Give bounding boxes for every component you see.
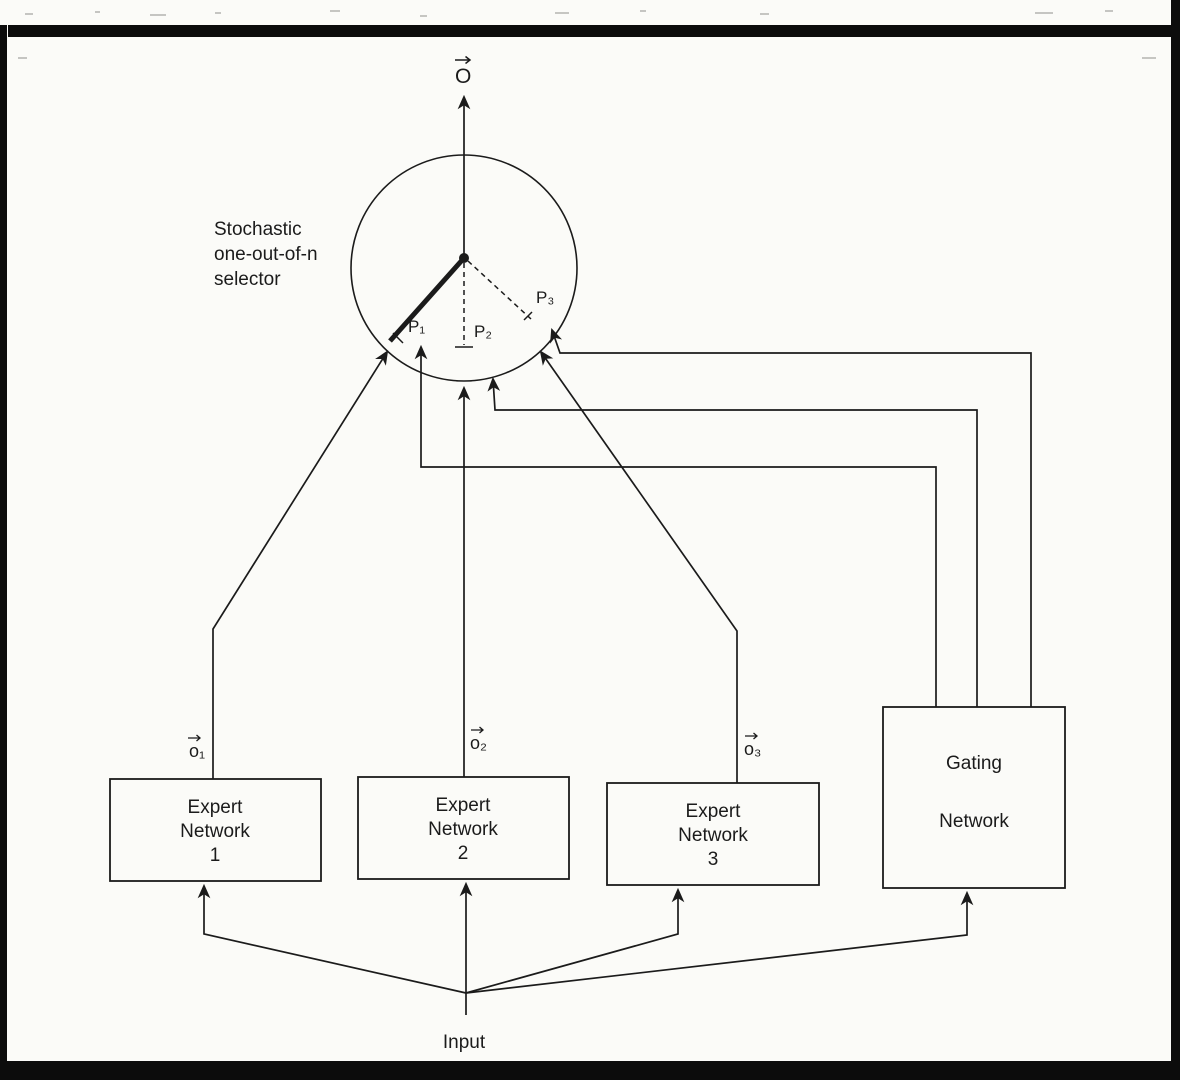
- input-to-gating-arrow: [465, 890, 974, 994]
- expert-2-output-label: o₂: [470, 726, 487, 753]
- gating-network-box: [882, 706, 1066, 889]
- expert-2-box: [357, 776, 570, 880]
- expert-1-label-line3: 1: [210, 845, 221, 866]
- output-label-text: O: [455, 65, 471, 88]
- expert-1: Expert Network 1 o₁: [109, 350, 389, 882]
- expert-3-label-line2: Network: [678, 825, 748, 846]
- selector-caption-line2: one-out-of-n: [214, 244, 318, 265]
- output-vector-label: O: [455, 55, 472, 88]
- selector-caption: Stochastic one-out-of-n selector: [214, 219, 318, 290]
- expert-3-label-line3: 3: [708, 849, 719, 870]
- selector-caption-line1: Stochastic: [214, 219, 302, 240]
- expert-2: Expert Network 2 o₂: [357, 385, 570, 880]
- selector-tick-p3: [523, 311, 533, 321]
- expert-3: Expert Network 3 o₃: [539, 350, 820, 886]
- scan-artifacts: [18, 10, 1156, 59]
- gating-network: Gating Network: [414, 327, 1066, 889]
- selector-tick-p1: [392, 332, 404, 344]
- expert-3-label-line1: Expert: [686, 801, 742, 822]
- expert-1-label-line1: Expert: [188, 797, 244, 818]
- gating-output-p2-arrow: [487, 376, 978, 707]
- gating-output-p3-arrow: [550, 327, 1032, 707]
- input-to-expert-1-arrow: [197, 883, 467, 994]
- gating-output-p1-arrow: [414, 344, 937, 707]
- expert-1-output-label: o₁: [188, 734, 205, 761]
- p2-label: P₂: [474, 322, 492, 341]
- expert-2-output-label-text: o₂: [470, 733, 487, 753]
- input: Input: [197, 881, 974, 1053]
- gating-label-line1: Gating: [946, 753, 1002, 774]
- expert-2-label-line3: 2: [458, 843, 469, 864]
- input-to-expert-3-arrow: [465, 887, 685, 994]
- gating-label-line2: Network: [939, 811, 1009, 832]
- vector-arrow-icon: [455, 55, 472, 65]
- selector-pointer-dashed-p3: [467, 260, 532, 320]
- vector-arrow-icon: [745, 732, 758, 740]
- expert-3-box: [606, 782, 820, 886]
- expert-3-output-label: o₃: [744, 732, 761, 759]
- p3-label: P₃: [536, 288, 554, 307]
- expert-1-output-label-text: o₁: [189, 741, 205, 761]
- expert-2-label-line2: Network: [428, 819, 498, 840]
- expert-1-output-arrow: [212, 350, 389, 779]
- expert-3-output-arrow: [539, 350, 738, 783]
- selector-pointer-thick: [388, 256, 466, 343]
- vector-arrow-icon: [471, 726, 484, 734]
- expert-1-label-line2: Network: [180, 821, 250, 842]
- expert-2-label-line1: Expert: [436, 795, 492, 816]
- expert-3-output-label-text: o₃: [744, 739, 761, 759]
- input-label: Input: [443, 1032, 486, 1053]
- vector-arrow-icon: [188, 734, 201, 742]
- expert-1-box: [109, 778, 322, 882]
- selector-caption-line3: selector: [214, 269, 281, 290]
- p1-label: P₁: [408, 317, 425, 336]
